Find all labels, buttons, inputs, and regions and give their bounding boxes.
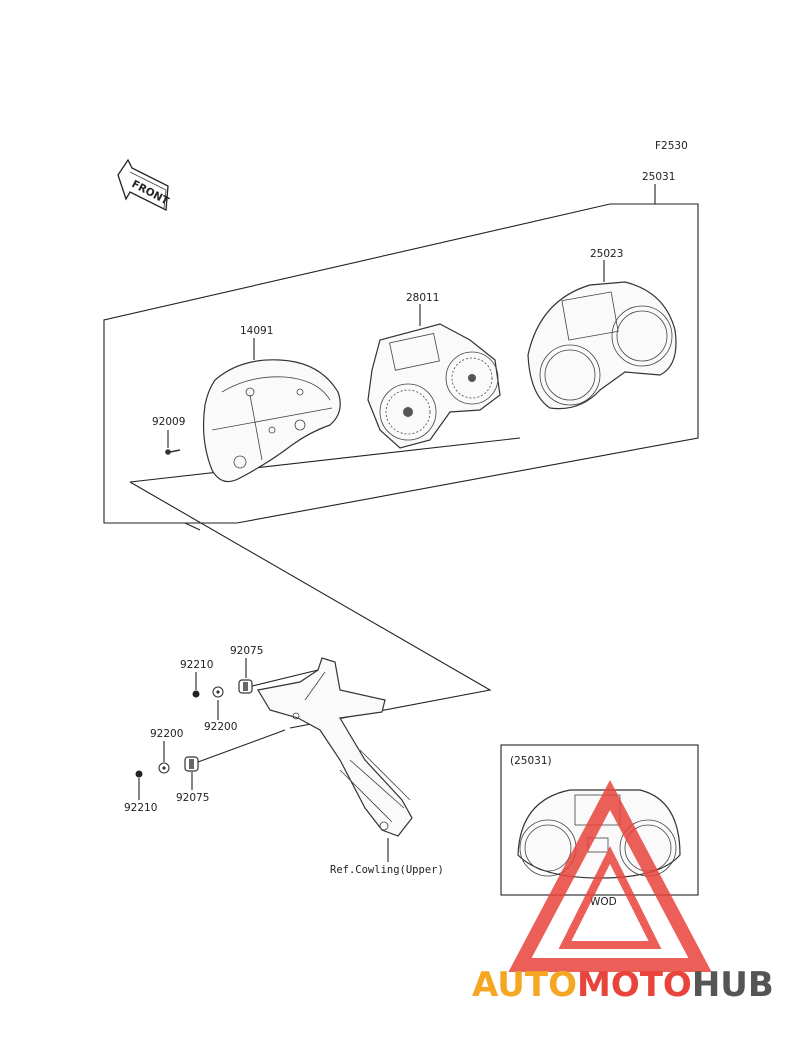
label-92075-lower: 92075: [176, 792, 209, 804]
label-25031: 25031: [642, 171, 675, 183]
label-92200-upper: 92200: [204, 721, 237, 733]
screw-part: [165, 449, 181, 455]
bolt-lower-part: [135, 770, 143, 778]
lower-case-part: [202, 359, 341, 483]
svg-text:AUTOMOTOHUB: AUTOMOTOHUB: [472, 965, 774, 1005]
bolt-upper-part: [192, 690, 200, 698]
watermark-text: AUTOMOTOHUB: [472, 965, 774, 1005]
label-25023: 25023: [590, 248, 623, 260]
plane-line-upper: [129, 437, 521, 483]
label-92075-upper: 92075: [230, 645, 263, 657]
bracket-part: [257, 657, 413, 837]
ref-cowling-note: Ref.Cowling(Upper): [330, 864, 444, 876]
inset-variant: WOD: [590, 896, 617, 908]
inset-title: (25031): [510, 755, 552, 767]
label-92200-lower: 92200: [150, 728, 183, 740]
label-92210-upper: 92210: [180, 659, 213, 671]
watermark-part-moto: MOTO: [577, 965, 692, 1005]
damper-lower-part: [184, 756, 199, 772]
figure-code: F2530: [655, 140, 688, 152]
assembly-frame: [103, 203, 699, 524]
meter-unit-part: [367, 323, 501, 449]
link-lower: [197, 729, 286, 763]
label-92009: 92009: [152, 416, 185, 428]
front-arrow-icon: FRONT: [117, 158, 171, 212]
damper-upper-part: [238, 679, 253, 694]
washer-upper-part: [212, 686, 224, 698]
watermark-logo-icon: [508, 780, 712, 972]
label-92210-lower: 92210: [124, 802, 157, 814]
label-14091: 14091: [240, 325, 273, 337]
watermark-part-hub: HUB: [692, 965, 774, 1005]
plane-line-tick: [184, 522, 201, 531]
washer-lower-part: [158, 762, 170, 774]
meter-case-part: [527, 281, 677, 410]
label-28011: 28011: [406, 292, 439, 304]
link-upper: [251, 669, 319, 687]
watermark-part-auto: AUTO: [472, 965, 577, 1005]
